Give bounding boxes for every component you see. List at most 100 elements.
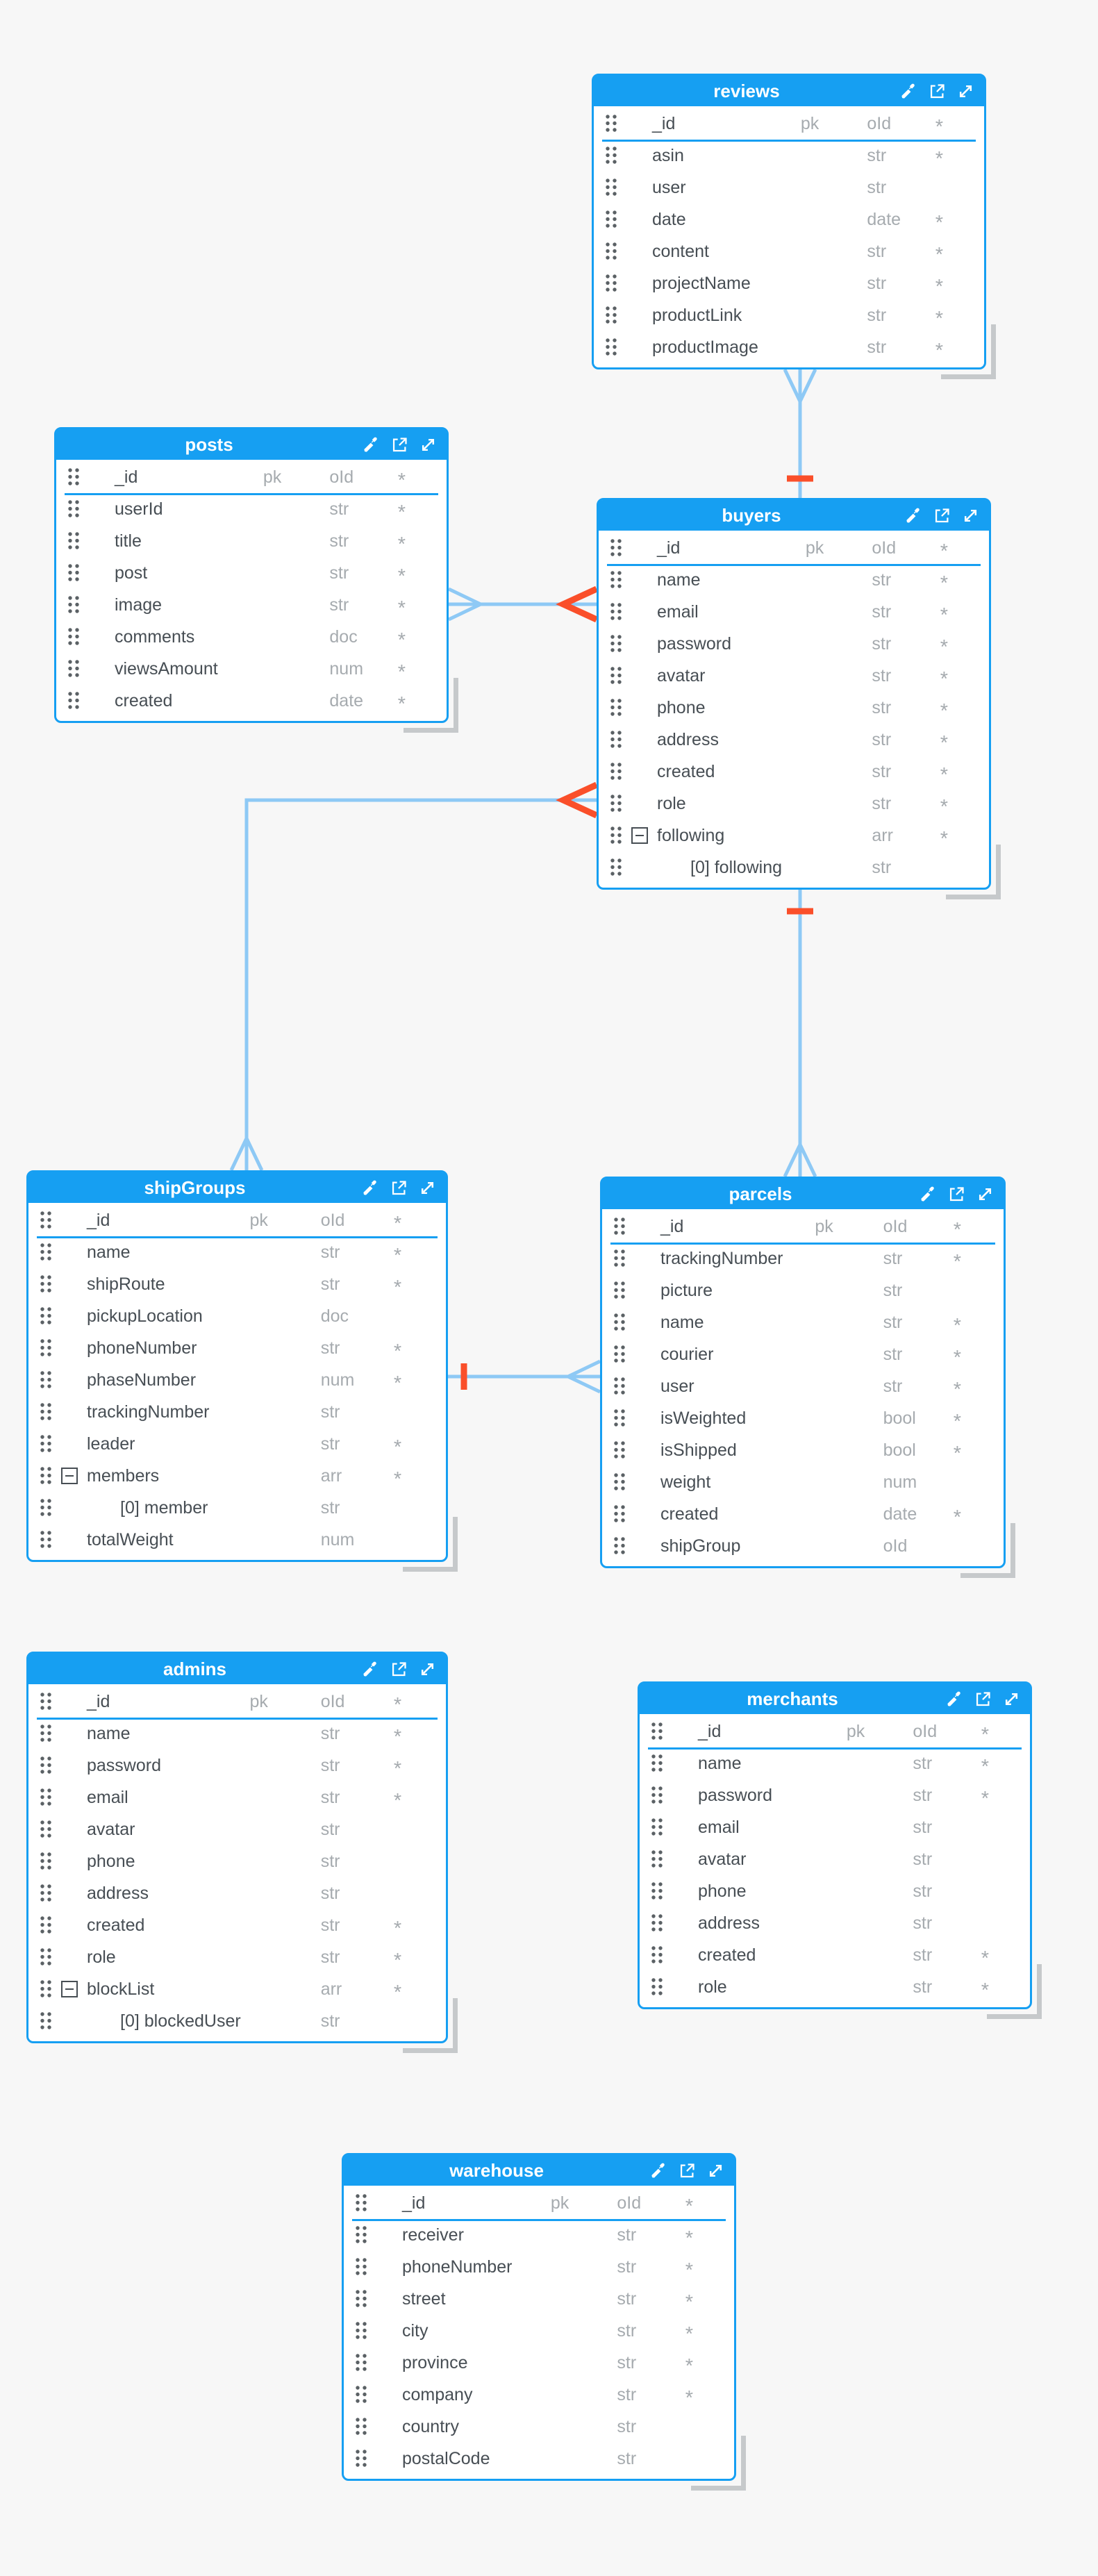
relationship-posts-buyers[interactable] bbox=[447, 585, 598, 623]
drag-handle-icon[interactable] bbox=[67, 659, 81, 679]
expand-icon[interactable] bbox=[961, 506, 980, 525]
drag-handle-icon[interactable] bbox=[613, 1472, 627, 1492]
table-header[interactable]: parcels bbox=[602, 1179, 1004, 1209]
drag-handle-icon[interactable] bbox=[354, 2385, 369, 2404]
drag-handle-icon[interactable] bbox=[609, 634, 624, 654]
drag-handle-icon[interactable] bbox=[650, 1945, 665, 1965]
relationship-parcels-shipgroups[interactable] bbox=[448, 1359, 601, 1394]
drag-handle-icon[interactable] bbox=[650, 1786, 665, 1805]
drag-handle-icon[interactable] bbox=[354, 2257, 369, 2277]
open-in-new-icon[interactable] bbox=[974, 1690, 992, 1709]
drag-handle-icon[interactable] bbox=[650, 1754, 665, 1773]
relationship-reviews-buyers[interactable] bbox=[783, 368, 817, 498]
drag-handle-icon[interactable] bbox=[613, 1217, 627, 1236]
color-picker-icon[interactable] bbox=[904, 506, 923, 525]
drag-handle-icon[interactable] bbox=[650, 1881, 665, 1901]
drag-handle-icon[interactable] bbox=[613, 1377, 627, 1396]
expand-icon[interactable] bbox=[976, 1185, 995, 1204]
open-in-new-icon[interactable] bbox=[933, 506, 951, 525]
drag-handle-icon[interactable] bbox=[354, 2321, 369, 2341]
drag-handle-icon[interactable] bbox=[604, 338, 619, 357]
drag-handle-icon[interactable] bbox=[609, 730, 624, 749]
drag-handle-icon[interactable] bbox=[39, 1820, 53, 1839]
table-header[interactable]: buyers bbox=[599, 500, 989, 531]
drag-handle-icon[interactable] bbox=[39, 1692, 53, 1711]
drag-handle-icon[interactable] bbox=[650, 1850, 665, 1869]
drag-handle-icon[interactable] bbox=[613, 1504, 627, 1524]
drag-handle-icon[interactable] bbox=[67, 531, 81, 551]
drag-handle-icon[interactable] bbox=[39, 1756, 53, 1775]
expand-icon[interactable] bbox=[418, 1179, 437, 1197]
drag-handle-icon[interactable] bbox=[604, 114, 619, 133]
drag-handle-icon[interactable] bbox=[609, 698, 624, 717]
drag-handle-icon[interactable] bbox=[354, 2225, 369, 2245]
drag-handle-icon[interactable] bbox=[67, 595, 81, 615]
drag-handle-icon[interactable] bbox=[609, 538, 624, 558]
drag-handle-icon[interactable] bbox=[609, 794, 624, 813]
open-in-new-icon[interactable] bbox=[947, 1185, 966, 1204]
drag-handle-icon[interactable] bbox=[67, 467, 81, 487]
drag-handle-icon[interactable] bbox=[39, 1306, 53, 1326]
relationship-parcels-buyers[interactable] bbox=[783, 890, 817, 1178]
drag-handle-icon[interactable] bbox=[67, 499, 81, 519]
drag-handle-icon[interactable] bbox=[39, 1498, 53, 1518]
color-picker-icon[interactable] bbox=[945, 1690, 964, 1709]
drag-handle-icon[interactable] bbox=[609, 762, 624, 781]
open-in-new-icon[interactable] bbox=[390, 1660, 408, 1679]
expand-icon[interactable] bbox=[419, 435, 438, 454]
drag-handle-icon[interactable] bbox=[39, 1884, 53, 1903]
drag-handle-icon[interactable] bbox=[609, 858, 624, 877]
drag-handle-icon[interactable] bbox=[39, 1243, 53, 1262]
drag-handle-icon[interactable] bbox=[67, 691, 81, 711]
drag-handle-icon[interactable] bbox=[613, 1440, 627, 1460]
table-header[interactable]: shipGroups bbox=[28, 1172, 446, 1203]
drag-handle-icon[interactable] bbox=[39, 1916, 53, 1935]
open-in-new-icon[interactable] bbox=[390, 1179, 408, 1197]
drag-handle-icon[interactable] bbox=[613, 1536, 627, 1556]
collapse-icon[interactable] bbox=[631, 827, 648, 844]
drag-handle-icon[interactable] bbox=[650, 1913, 665, 1933]
color-picker-icon[interactable] bbox=[919, 1185, 938, 1204]
drag-handle-icon[interactable] bbox=[39, 1852, 53, 1871]
expand-icon[interactable] bbox=[1002, 1690, 1021, 1709]
